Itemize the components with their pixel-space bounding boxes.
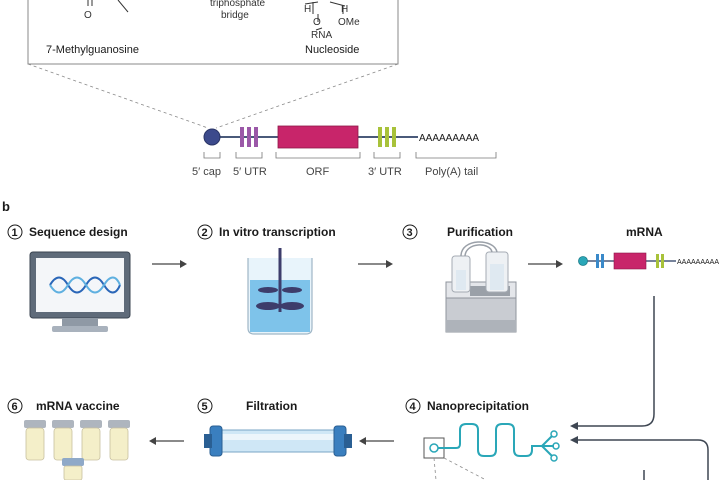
region-label-orf: ORF — [306, 166, 330, 178]
zoom-line-right — [215, 63, 399, 129]
step-number: 6 — [12, 401, 18, 413]
vaccine-vials-icon — [24, 420, 130, 480]
region-label-polya: Poly(A) tail — [425, 166, 478, 178]
utr5-bar — [240, 127, 244, 147]
filtration-cartridge-icon — [204, 425, 352, 457]
arrow-3-to-mrna — [528, 260, 563, 268]
step-number: 1 — [12, 227, 18, 239]
step-5-header: 5 Filtration — [197, 398, 297, 414]
step-3-header: 3 Purification — [402, 224, 513, 240]
panel-a: O triphosphate bridge H O H OMe RNA 7-Me… — [27, 0, 497, 178]
zoom-line-left — [27, 63, 209, 129]
step-1-header: 1 Sequence design — [7, 224, 128, 240]
utr3-bracket — [373, 152, 401, 159]
arrow-1-to-2 — [152, 260, 187, 268]
mrna-header: mRNA — [626, 225, 663, 239]
vial-icon — [24, 420, 46, 461]
methylguanosine-label: 7-Methylguanosine — [46, 44, 139, 56]
region-label-cap: 5′ cap — [192, 166, 221, 178]
sugar-oxygen: O — [313, 17, 321, 28]
step-title: Nanoprecipitation — [427, 399, 529, 413]
utr3-bar — [385, 127, 389, 147]
arrow-5-to-6 — [149, 437, 184, 445]
utr3-bar — [392, 127, 396, 147]
monitor-icon — [29, 251, 131, 332]
polya-sequence: AAAAAAAAA — [419, 133, 479, 144]
vial-icon — [80, 420, 102, 461]
sugar-h-left: H — [304, 4, 311, 15]
vial-icon — [52, 420, 74, 461]
step-number: 3 — [407, 227, 413, 239]
region-label-utr3: 3′ UTR — [368, 166, 402, 178]
arrow-4-to-5 — [359, 437, 394, 445]
nucleoside-label: Nucleoside — [305, 44, 359, 56]
arrow-2-to-3 — [358, 260, 393, 268]
rna-label: RNA — [311, 30, 332, 41]
utr3-bar — [378, 127, 382, 147]
polya-bracket — [415, 152, 497, 159]
purification-apparatus-icon — [445, 241, 517, 333]
carbonyl-oxygen-label: O — [84, 10, 92, 21]
step-number: 4 — [410, 401, 417, 413]
utr5-bracket — [235, 152, 263, 159]
step-title: In vitro transcription — [219, 225, 336, 239]
microfluidic-chip-icon — [423, 423, 560, 480]
sugar-h-right: H — [341, 4, 348, 15]
cap-circle — [203, 128, 221, 146]
step-title: mRNA vaccine — [36, 399, 120, 413]
chemical-structure-box — [27, 0, 399, 65]
vial-icon — [108, 420, 130, 461]
utr5-bar — [247, 127, 251, 147]
step-6-header: 6 mRNA vaccine — [7, 398, 120, 414]
step-4-header: 4 Nanoprecipitation — [405, 398, 529, 414]
step-title: Filtration — [246, 399, 297, 413]
step-2-header: 2 In vitro transcription — [197, 224, 336, 240]
mrna-construct-small: AAAAAAAAA — [578, 252, 719, 270]
bridge-label-top: triphosphate — [210, 0, 265, 9]
beaker-icon — [247, 248, 313, 335]
panel-b: b 1 Sequence design 2 In vitro transcrip… — [2, 199, 719, 480]
orf-block — [277, 125, 359, 149]
utr5-bar — [254, 127, 258, 147]
step-title: mRNA — [626, 225, 663, 239]
methoxy-label: OMe — [338, 17, 360, 28]
step-title: Sequence design — [29, 225, 128, 239]
mrna-polya-sequence: AAAAAAAAA — [677, 259, 719, 266]
orf-bracket — [275, 152, 361, 159]
flow-connector — [570, 296, 709, 480]
panel-b-label: b — [2, 199, 10, 214]
vial-icon — [62, 458, 84, 480]
step-number: 5 — [202, 401, 208, 413]
cap-bracket — [203, 152, 221, 159]
bridge-label: bridge — [221, 10, 249, 21]
step-number: 2 — [202, 227, 208, 239]
step-title: Purification — [447, 225, 513, 239]
region-label-utr5: 5′ UTR — [233, 166, 267, 178]
